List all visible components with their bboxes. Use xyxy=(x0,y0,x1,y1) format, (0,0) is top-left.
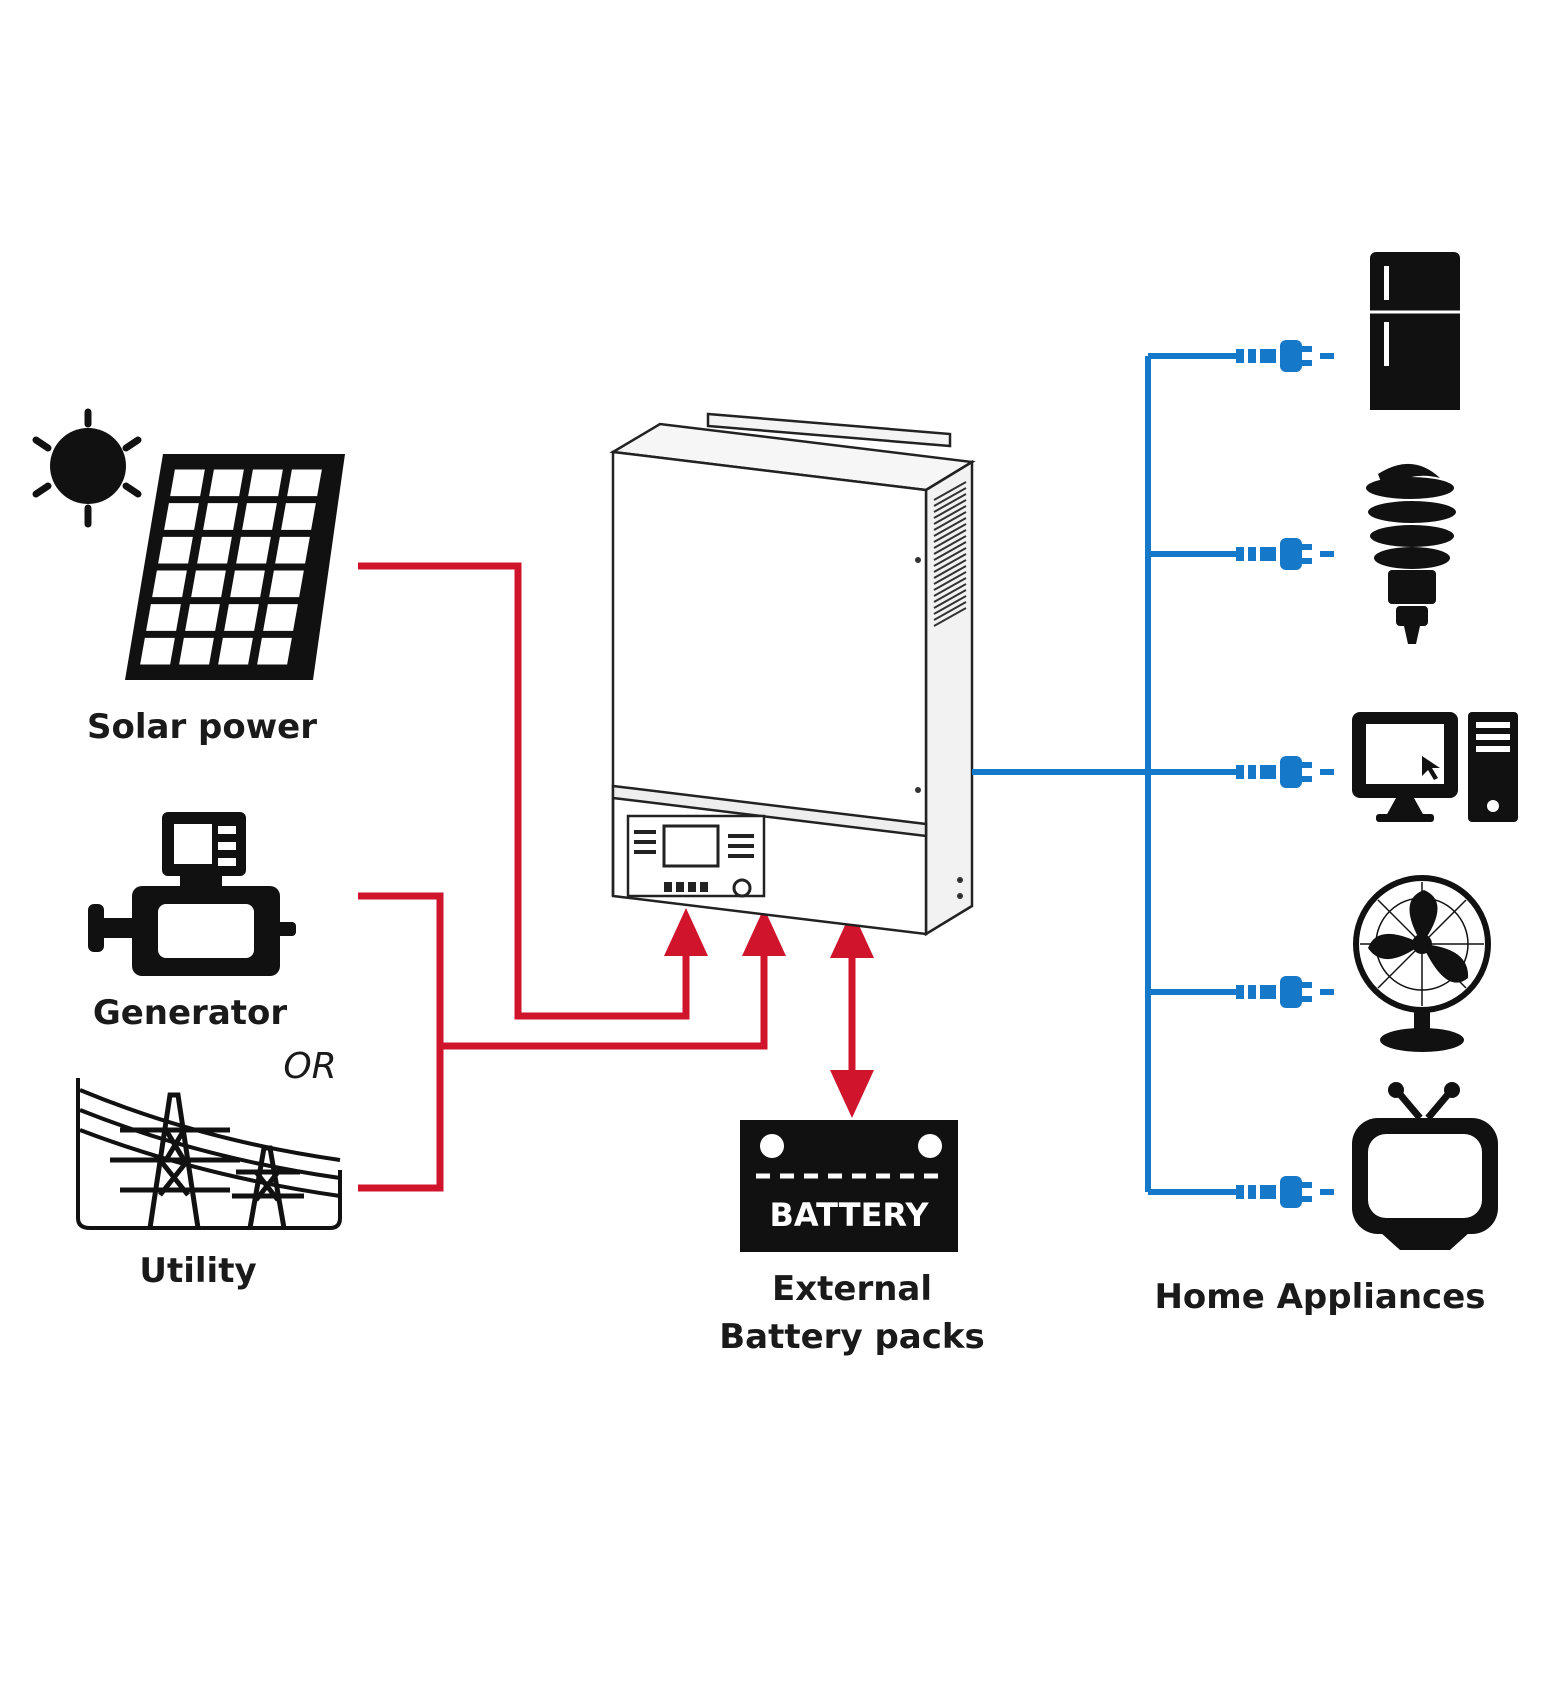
battery-word: BATTERY xyxy=(770,1196,930,1234)
sun-icon xyxy=(32,408,142,528)
generator-label: Generator xyxy=(93,993,288,1033)
light-bulb-icon xyxy=(1366,463,1456,644)
plug-icon xyxy=(1236,1176,1334,1208)
output-wires xyxy=(972,353,1240,1195)
plug-icons xyxy=(1236,340,1334,1208)
plug-icon xyxy=(1236,756,1334,788)
solar-arrow xyxy=(664,908,708,956)
battery-arrow-up xyxy=(830,910,874,958)
generator-wire xyxy=(358,892,444,1046)
battery-label-line1: External xyxy=(772,1269,932,1309)
computer-icon xyxy=(1352,712,1518,822)
solar-panel-icon xyxy=(125,454,345,680)
fan-icon xyxy=(1353,875,1491,1052)
plug-icon xyxy=(1236,340,1334,372)
utility-tower-icon xyxy=(76,1078,342,1230)
or-label: OR xyxy=(283,1046,336,1087)
home-appliances-label: Home Appliances xyxy=(1154,1277,1485,1317)
plug-icon xyxy=(1236,976,1334,1008)
plug-icon xyxy=(1236,538,1334,570)
input-wires xyxy=(358,562,768,1192)
solar-wire xyxy=(358,562,690,1020)
utility-wire xyxy=(358,950,768,1192)
solar-power-label: Solar power xyxy=(87,707,317,747)
utility-label: Utility xyxy=(139,1251,256,1291)
tv-icon xyxy=(1352,1082,1498,1250)
battery-icon: BATTERY xyxy=(740,1120,958,1252)
generator-icon xyxy=(88,812,296,976)
refrigerator-icon xyxy=(1370,252,1460,410)
inverter-icon xyxy=(609,412,976,937)
input-arrows xyxy=(664,908,874,1118)
grid-arrow xyxy=(742,908,786,956)
battery-arrow-down xyxy=(830,1070,874,1118)
battery-label-line2: Battery packs xyxy=(719,1317,984,1357)
